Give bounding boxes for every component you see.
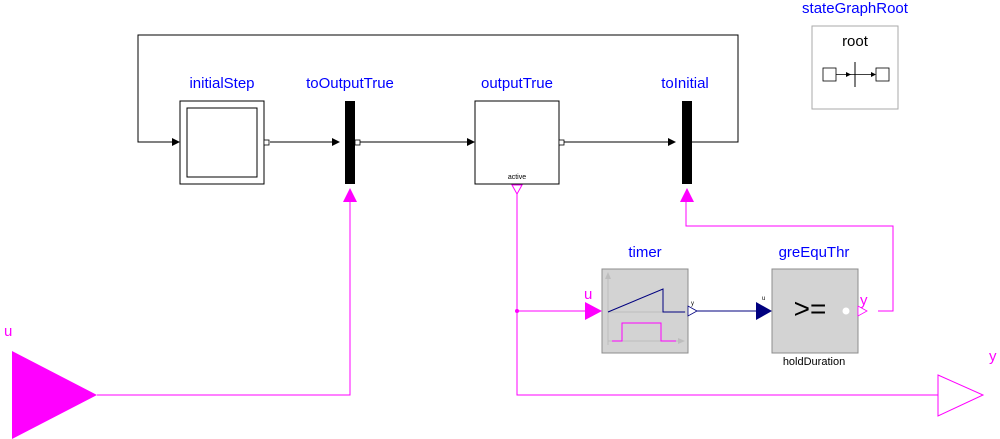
state-graph-root-label: stateGraphRoot [802, 0, 909, 17]
initial-step-out-port[interactable] [263, 139, 270, 146]
output-true-out-port[interactable] [558, 139, 565, 146]
arrow-into-outputtrue [467, 138, 475, 146]
timer-label: timer [628, 244, 661, 261]
output-true-label: outputTrue [481, 75, 553, 92]
timer-output-label: y [691, 301, 694, 307]
wire-greequthr-to-toinitial[interactable] [685, 202, 894, 312]
input-u-port[interactable] [12, 351, 97, 439]
greequthr-input-label: u [762, 296, 765, 302]
timer-input-port[interactable] [585, 302, 602, 320]
greequthr-status-dot [842, 307, 850, 315]
greequthr-symbol: >= [794, 293, 827, 324]
output-true-active-port[interactable] [511, 184, 523, 196]
to-initial-transition[interactable] [680, 101, 694, 202]
state-graph-root-block[interactable]: root [811, 25, 899, 110]
greequthr-block[interactable]: >= [756, 268, 868, 354]
junction-dot [515, 309, 519, 313]
timer-input-label: u [584, 286, 592, 303]
state-graph-root-icon-text: root [842, 33, 869, 50]
output-true-active-label: active [508, 174, 526, 181]
initial-step-label: initialStep [189, 75, 254, 92]
to-output-true-condition-port[interactable] [343, 188, 357, 202]
output-true-block[interactable] [474, 100, 565, 196]
initial-step-block[interactable] [179, 100, 270, 185]
greequthr-output-label: y [860, 292, 868, 309]
state-graph-connections [137, 34, 739, 143]
connection-arrowheads [172, 138, 676, 146]
greequthr-label: greEquThr [779, 244, 850, 261]
output-y-port[interactable] [937, 374, 985, 417]
to-output-true-transition[interactable] [343, 101, 361, 202]
wire-u-to-tooutputtrue[interactable] [97, 202, 351, 396]
to-output-true-label: toOutputTrue [306, 75, 394, 92]
arrow-into-toinitial [668, 138, 676, 146]
wire-active-to-y[interactable] [516, 193, 938, 396]
timer-block[interactable] [585, 268, 698, 354]
greequthr-output-port[interactable] [857, 305, 868, 317]
output-y-label: y [989, 348, 997, 365]
arrow-into-tooutputtrue [332, 138, 340, 146]
feedback-loop-wire[interactable] [137, 34, 739, 143]
input-u-label: u [4, 323, 12, 340]
greequthr-param-label: holdDuration [783, 356, 845, 368]
boolean-signal-wires [97, 193, 938, 396]
to-initial-label: toInitial [661, 75, 709, 92]
to-initial-condition-port[interactable] [680, 188, 694, 202]
timer-output-port[interactable] [687, 305, 698, 317]
greequthr-input-port[interactable] [756, 302, 772, 320]
arrow-into-initialstep [172, 138, 180, 146]
to-output-true-out-port[interactable] [354, 139, 361, 146]
